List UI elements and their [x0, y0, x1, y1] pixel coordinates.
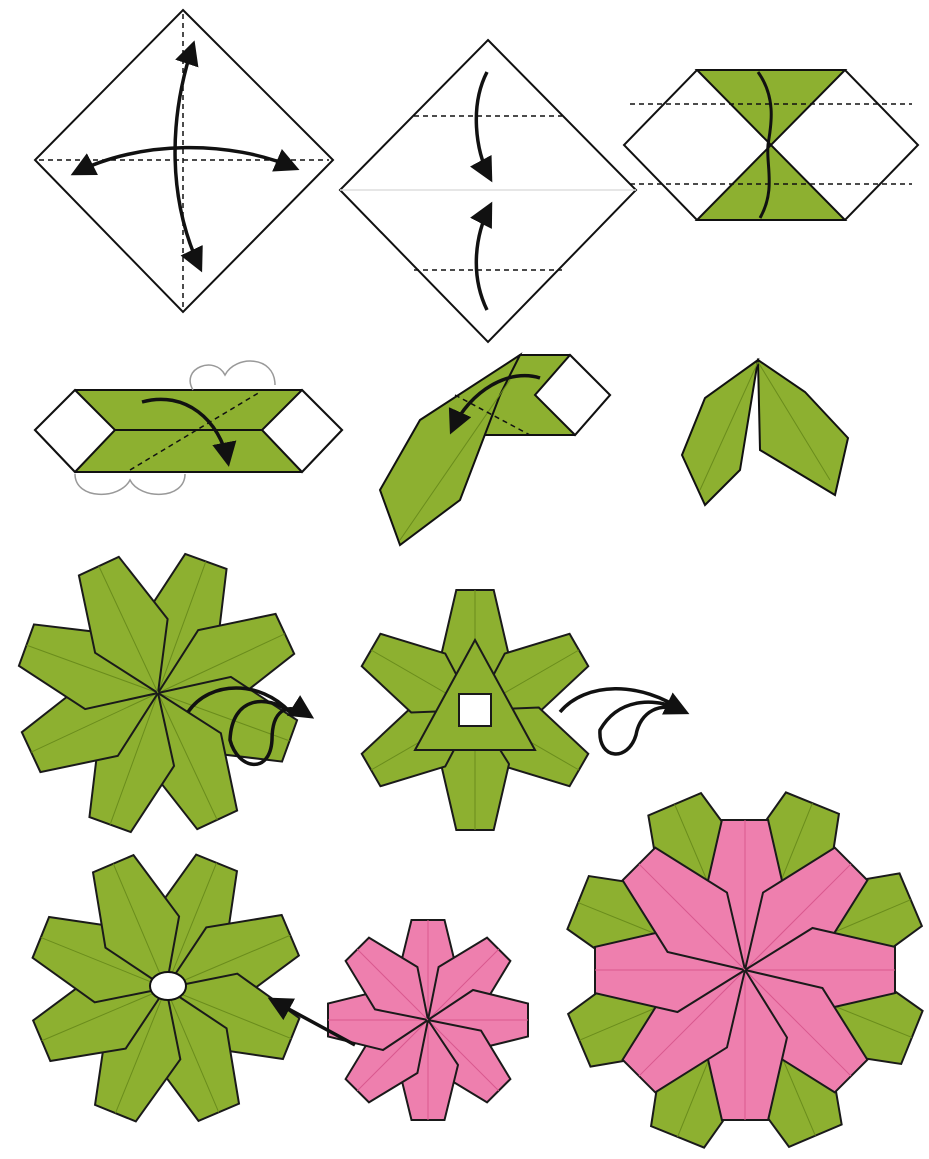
step-9-pink-flower	[328, 920, 528, 1120]
step-6-two-leaves	[682, 360, 848, 505]
step-5-folded-strip	[380, 355, 610, 545]
step-1-square	[35, 10, 333, 312]
step-3-hexagon	[624, 70, 918, 220]
center-square	[459, 694, 491, 726]
step-4-strip	[35, 361, 342, 494]
center-hole	[150, 972, 186, 1000]
step-10-pink-petals	[595, 820, 895, 1120]
step-2-square	[340, 40, 636, 342]
